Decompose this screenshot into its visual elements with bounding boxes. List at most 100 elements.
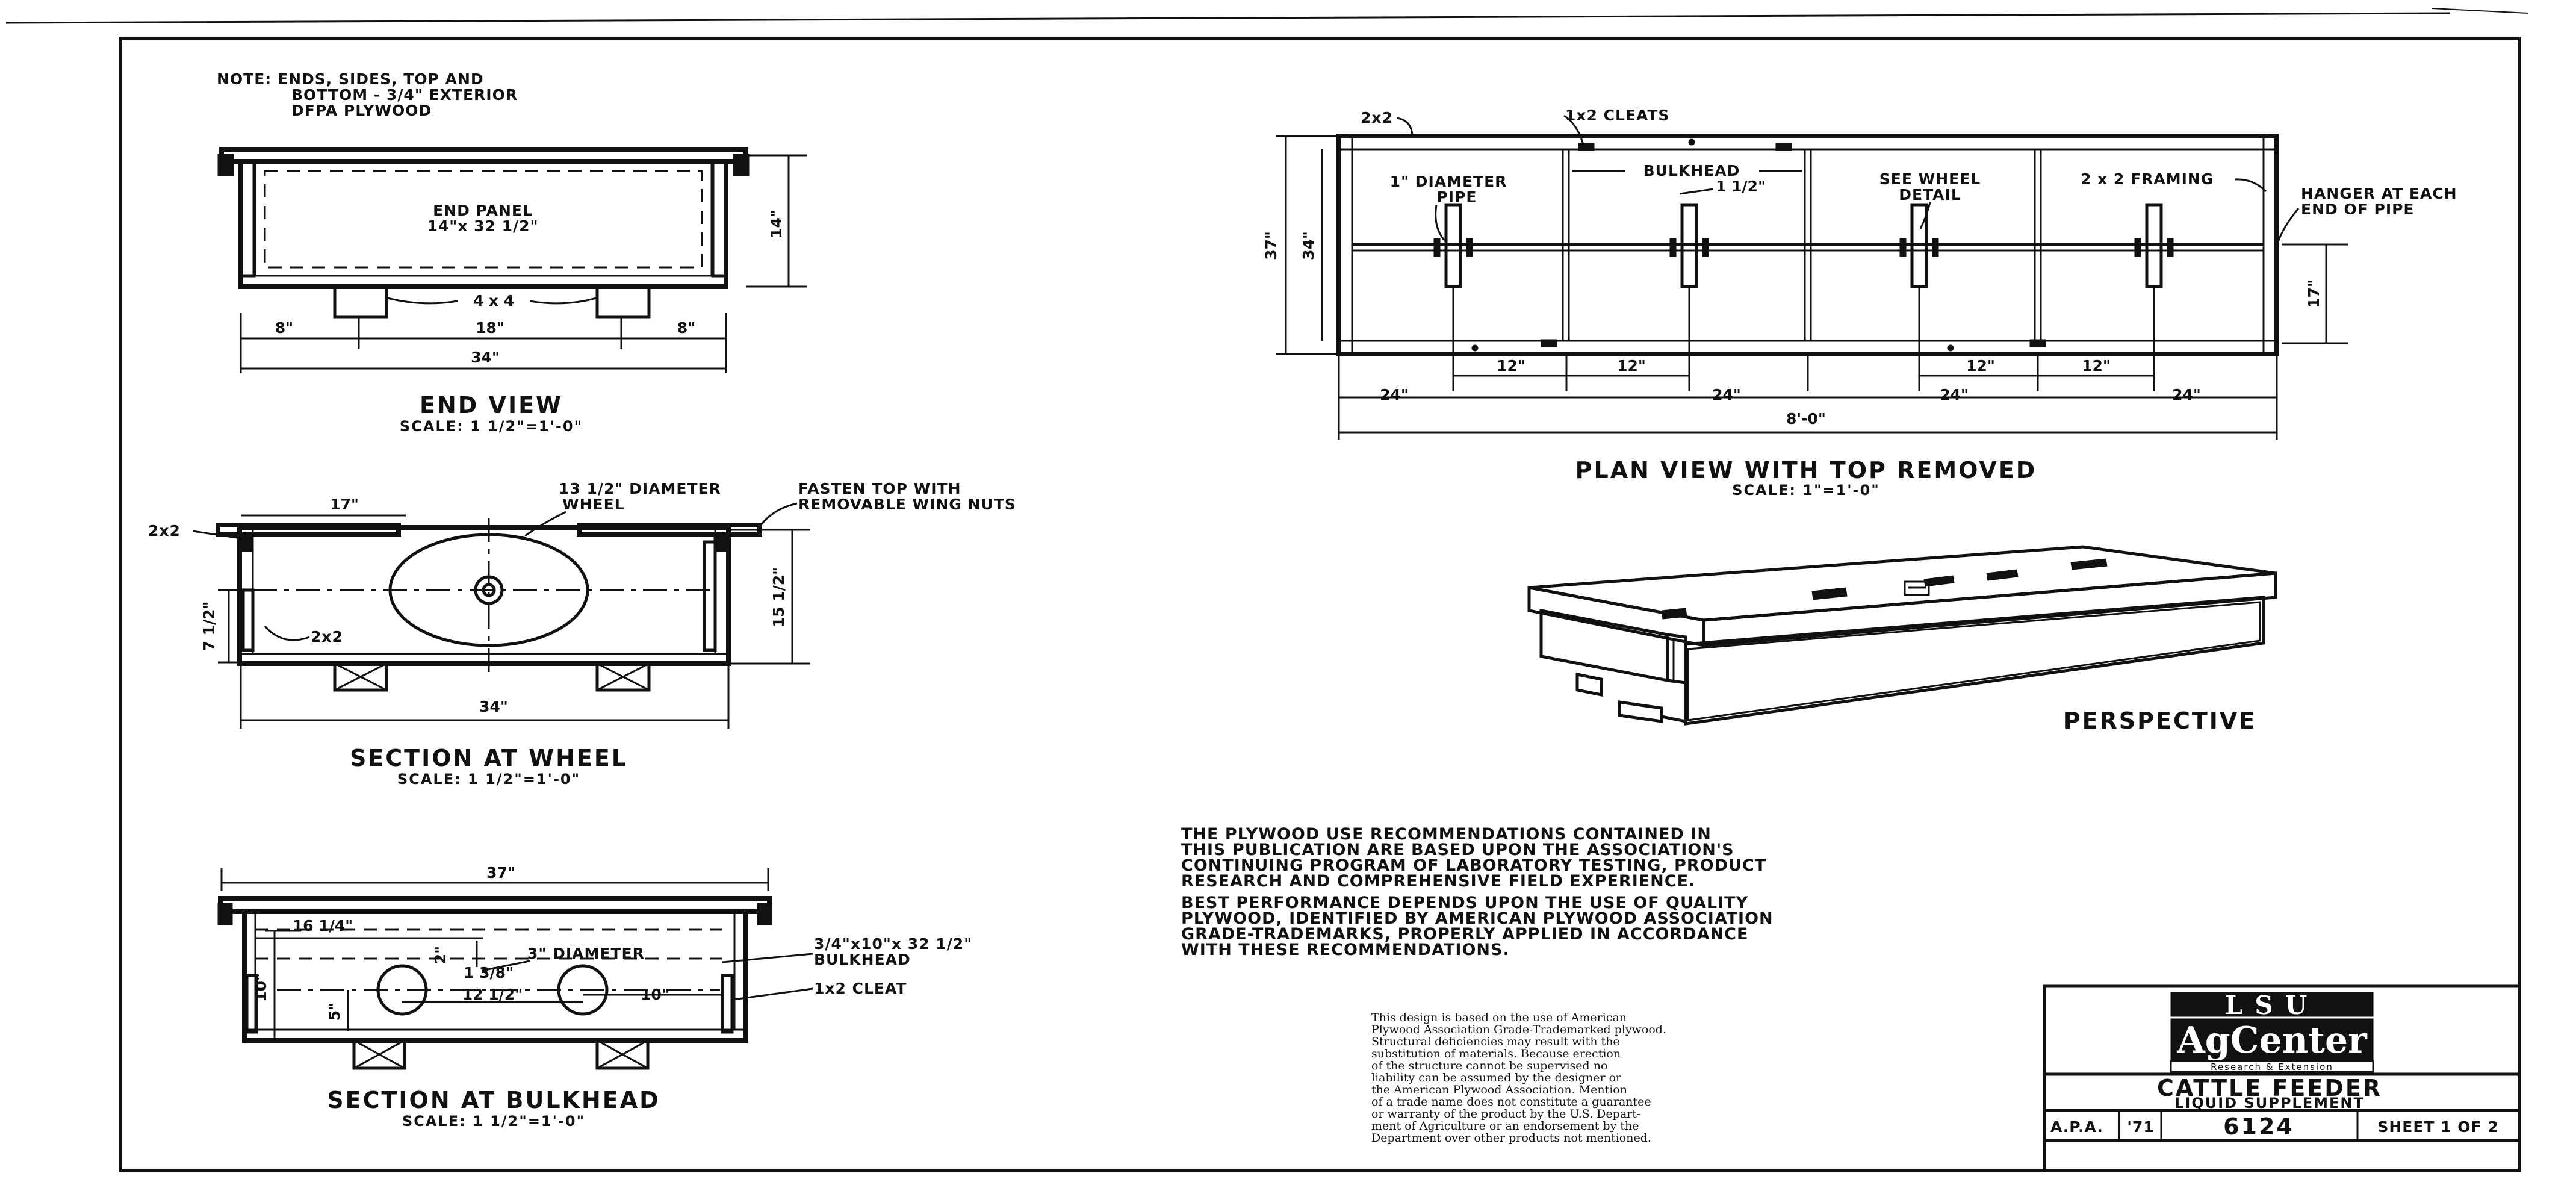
title-block-year: '71 — [2127, 1118, 2154, 1136]
disclaimer-line-1: This design is based on the use of Ameri… — [1371, 1011, 1627, 1024]
bulk-dim-10r: 10" — [641, 986, 669, 1003]
bulk-dim-16: 16 1/4" — [293, 917, 353, 935]
end-view-scale: SCALE: 1 1/2"=1'-0" — [400, 418, 583, 435]
plan-dim-12b: 12" — [1617, 357, 1646, 375]
wheel-dim-left: 7 1/2" — [200, 601, 218, 651]
end-dim-middle: 18" — [476, 319, 504, 337]
plan-bulkhead-label: BULKHEAD — [1643, 162, 1740, 179]
plan-dim-24a: 24" — [1380, 386, 1409, 403]
wheel-dim-right: 15 1/2" — [770, 567, 787, 627]
note-block: NOTE: ENDS, SIDES, TOP AND BOTTOM - 3/4"… — [217, 70, 518, 119]
plan-wheel-label-1: SEE WHEEL — [1879, 170, 1981, 188]
plan-dim-17: 17" — [2305, 279, 2323, 308]
wheel-section-title: SECTION AT WHEEL — [350, 745, 628, 771]
bulk-dim-138: 1 3/8" — [464, 964, 514, 981]
plan-dim-24b: 24" — [1712, 386, 1741, 403]
end-panel-label-2: 14"x 32 1/2" — [427, 217, 538, 235]
title-block-subtitle: LIQUID SUPPLEMENT — [2174, 1095, 2365, 1112]
wheel-2x2-inner: 2x2 — [311, 628, 343, 645]
end-4x4-label: 4 x 4 — [473, 292, 514, 309]
bulk-section-scale: SCALE: 1 1/2"=1'-0" — [402, 1113, 585, 1130]
wheel-section-scale: SCALE: 1 1/2"=1'-0" — [397, 771, 580, 788]
sheet-border — [5, 8, 2529, 1172]
bulk-dim-10l: 10" — [252, 973, 270, 1002]
end-dim-left: 8" — [275, 319, 293, 337]
disclaimer: This design is based on the use of Ameri… — [1371, 1011, 1666, 1145]
title-block-apa: A.P.A. — [2050, 1118, 2103, 1136]
end-dim-right: 8" — [677, 319, 695, 337]
bulk-dim-top: 37" — [486, 864, 515, 882]
rec-para2-line2: PLYWOOD, IDENTIFIED BY AMERICAN PLYWOOD … — [1181, 909, 1774, 928]
disclaimer-line-4: substitution of materials. Because erect… — [1371, 1047, 1621, 1060]
recommendations: THE PLYWOOD USE RECOMMENDATIONS CONTAINE… — [1181, 825, 1774, 959]
bulk-dim-5: 5" — [326, 1003, 343, 1021]
wheel-dim-bottom: 34" — [479, 698, 508, 715]
wheel-label-1: 13 1/2" DIAMETER — [559, 480, 721, 497]
disclaimer-line-7: the American Plywood Association. Mentio… — [1371, 1083, 1627, 1096]
bulk-dim-12: 12 1/2" — [462, 986, 523, 1003]
bulk-diameter-label: 3" DIAMETER — [527, 945, 645, 962]
rec-para2-line4: WITH THESE RECOMMENDATIONS. — [1181, 941, 1510, 959]
wheel-2x2-left: 2x2 — [148, 522, 181, 540]
disclaimer-line-3: Structural deficiencies may result with … — [1371, 1035, 1620, 1048]
plan-hanger-label-1: HANGER AT EACH — [2301, 185, 2457, 202]
bulk-cleat-label: 1x2 CLEAT — [814, 980, 907, 997]
perspective-title: PERSPECTIVE — [2064, 708, 2257, 734]
plan-dim-24c: 24" — [1940, 386, 1969, 403]
rec-para1-line1: THE PLYWOOD USE RECOMMENDATIONS CONTAINE… — [1181, 825, 1712, 844]
title-block: LSU AgCenter Research & Extension CATTLE… — [2043, 984, 2521, 1172]
end-view: END PANEL 14"x 32 1/2" 4 x 4 14" 8" 18" … — [217, 147, 807, 435]
logo-sub-text: Research & Extension — [2211, 1062, 2333, 1072]
rec-para1-line3: CONTINUING PROGRAM OF LABORATORY TESTING… — [1181, 856, 1766, 875]
bulk-section-title: SECTION AT BULKHEAD — [327, 1087, 660, 1113]
disclaimer-line-6: liability can be assumed by the designer… — [1371, 1071, 1622, 1084]
plan-dim-total: 8'-0" — [1786, 410, 1826, 428]
plan-cleats-label: 1x2 CLEATS — [1565, 107, 1669, 124]
note-line-2: BOTTOM - 3/4" EXTERIOR — [291, 86, 518, 104]
bulk-dim-2: 2" — [432, 946, 449, 964]
plan-view-title: PLAN VIEW WITH TOP REMOVED — [1575, 457, 2037, 484]
plan-dim-24d: 24" — [2172, 386, 2201, 403]
rec-para2-line3: GRADE-TRADEMARKS, PROPERLY APPLIED IN AC… — [1181, 925, 1748, 944]
note-line-3: DFPA PLYWOOD — [291, 102, 432, 119]
title-block-sheet: SHEET 1 OF 2 — [2377, 1118, 2498, 1136]
wheel-label-2: WHEEL — [562, 496, 625, 513]
plan-dim-112: 1 1/2" — [1716, 178, 1766, 195]
plan-dim-34: 34" — [1300, 231, 1317, 260]
plan-framing-label: 2 x 2 FRAMING — [2081, 170, 2214, 188]
rec-para2-line1: BEST PERFORMANCE DEPENDS UPON THE USE OF… — [1181, 894, 1748, 912]
note-line-1: NOTE: ENDS, SIDES, TOP AND — [217, 70, 484, 88]
end-dim-height: 14" — [768, 210, 785, 238]
disclaimer-line-8: of a trade name does not constitute a gu… — [1371, 1095, 1651, 1109]
wheel-fasten-1: FASTEN TOP WITH — [798, 480, 961, 497]
logo-agcenter-text: AgCenter — [2176, 1019, 2368, 1062]
plan-view: 2x2 1x2 CLEATS 1" DIAMETER PIPE BULKHEAD… — [1262, 107, 2457, 499]
plan-view-scale: SCALE: 1"=1'-0" — [1732, 482, 1880, 499]
plan-dim-37: 37" — [1262, 231, 1280, 260]
section-at-wheel: 2x2 2x2 17" 13 1/2" DIAMETER WHEEL FASTE… — [148, 480, 1016, 788]
bulk-bulkhead-label-1: 3/4"x10"x 32 1/2" — [814, 935, 972, 953]
title-block-number: 6124 — [2223, 1113, 2294, 1140]
perspective-view: PERSPECTIVE — [1527, 545, 2277, 734]
disclaimer-line-5: of the structure cannot be supervised no — [1371, 1059, 1607, 1072]
plan-pipe-label-1: 1" DIAMETER — [1390, 173, 1507, 190]
bulk-bulkhead-label-2: BULKHEAD — [814, 951, 911, 968]
wheel-fasten-2: REMOVABLE WING NUTS — [798, 496, 1016, 513]
disclaimer-line-10: ment of Agriculture or an endorsement by… — [1371, 1119, 1639, 1133]
end-dim-total: 34" — [471, 349, 500, 366]
disclaimer-line-2: Plywood Association Grade-Trademarked pl… — [1371, 1023, 1666, 1036]
disclaimer-line-9: or warranty of the product by the U.S. D… — [1371, 1107, 1640, 1121]
plan-hanger-label-2: END OF PIPE — [2301, 201, 2415, 218]
disclaimer-line-11: Department over other products not menti… — [1371, 1131, 1651, 1145]
rec-para1-line2: THIS PUBLICATION ARE BASED UPON THE ASSO… — [1181, 841, 1734, 859]
title-block-title: CATTLE FEEDER — [2157, 1075, 2382, 1101]
plan-wheel-label-2: DETAIL — [1899, 186, 1961, 204]
section-at-bulkhead: 37" 16 1/4" 2" 1 3/8" 3" DIAMETER 12 1/2… — [217, 864, 972, 1130]
plan-2x2-label: 2x2 — [1361, 109, 1393, 126]
rec-para1-line4: RESEARCH AND COMPREHENSIVE FIELD EXPERIE… — [1181, 872, 1695, 891]
wheel-dim-17: 17" — [330, 496, 359, 513]
plan-dim-12c: 12" — [1966, 357, 1995, 375]
logo-lsu-text: LSU — [2225, 991, 2320, 1020]
end-view-title: END VIEW — [420, 392, 563, 418]
